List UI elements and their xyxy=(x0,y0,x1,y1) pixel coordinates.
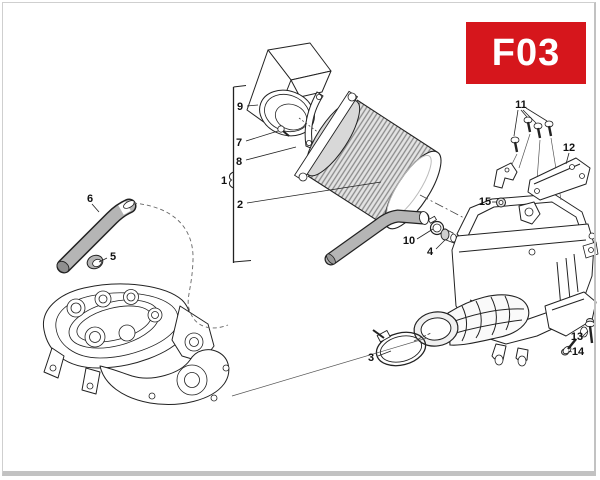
callout-13-bolt: 13 xyxy=(571,331,583,343)
leader-8 xyxy=(245,146,297,161)
callout-9-intake-snorkel: 9 xyxy=(237,101,243,113)
leader-5 xyxy=(98,257,108,263)
callout-12-mounting-plate: 12 xyxy=(563,142,575,154)
hose-clamp-3 xyxy=(372,329,432,367)
flanged-bolts-11 xyxy=(507,116,562,201)
air-filter-element xyxy=(293,90,469,230)
leader-7 xyxy=(245,130,279,142)
intake-snorkel xyxy=(246,42,332,137)
grommet xyxy=(86,254,104,270)
engine-cylinder-head-art xyxy=(42,283,230,405)
drain-fitting-4 xyxy=(440,228,457,244)
page-code-badge: F03 xyxy=(466,22,586,84)
callout-10-spring-clamp: 10 xyxy=(403,235,415,247)
nut-15 xyxy=(496,197,506,208)
callout-11-flanged-bolts: 11 xyxy=(515,99,527,111)
callout-3-hose-clamp-large: 3 xyxy=(368,352,374,364)
callout-1-air-filter-assembly-group: 1 xyxy=(221,175,227,187)
leader-4 xyxy=(435,239,446,250)
callout-14-bolt: 14 xyxy=(572,346,585,358)
breather-hose xyxy=(56,198,137,274)
callout-5-grommet: 5 xyxy=(110,251,116,263)
leader-14 xyxy=(567,350,573,353)
assembly-line xyxy=(231,337,428,397)
leader-11 xyxy=(513,109,519,137)
screw-7 xyxy=(277,125,290,137)
leader-11 xyxy=(522,109,537,124)
leader-10 xyxy=(416,228,434,240)
leader-3 xyxy=(377,350,392,357)
callout-8-support-bracket: 8 xyxy=(236,156,242,168)
leader-9 xyxy=(246,104,259,107)
hose-routing-dashed-line xyxy=(132,202,229,329)
bolt-14 xyxy=(561,338,577,356)
callout-4-drain-fitting: 4 xyxy=(427,246,434,258)
leader-2 xyxy=(246,181,382,204)
callout-6-breather-hose: 6 xyxy=(87,193,93,205)
callout-2-air-filter-element: 2 xyxy=(237,199,243,211)
spring-clamp-10 xyxy=(427,215,445,236)
leader-11 xyxy=(520,109,528,118)
drain-hose xyxy=(324,209,430,266)
leader-13 xyxy=(582,330,589,337)
hook-bracket xyxy=(493,162,518,189)
leader-12 xyxy=(565,152,570,165)
callout-7-screw: 7 xyxy=(236,137,242,149)
leader-6 xyxy=(91,203,100,213)
mounting-plate-12 xyxy=(527,157,591,201)
callout-15-nut: 15 xyxy=(479,196,491,208)
group-bracket-1 xyxy=(228,84,252,263)
leader-11 xyxy=(525,107,548,122)
